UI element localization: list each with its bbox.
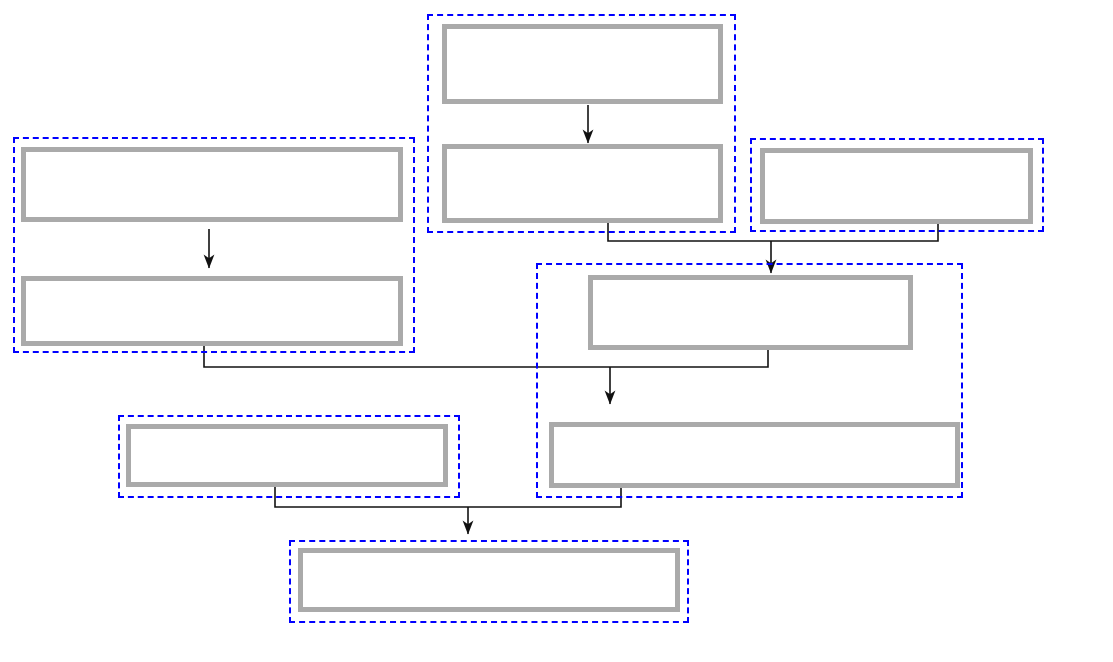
cluster-top-center xyxy=(427,14,736,233)
node-left-2 xyxy=(21,276,403,346)
node-top-center-1 xyxy=(442,24,723,104)
node-middle-right-1 xyxy=(588,275,913,350)
node-lower-left xyxy=(126,424,448,487)
cluster-bottom xyxy=(289,540,689,623)
node-top-center-2 xyxy=(442,144,723,223)
cluster-left xyxy=(13,137,415,353)
node-left-1 xyxy=(21,147,403,222)
node-bottom xyxy=(298,548,680,612)
node-top-right xyxy=(760,148,1033,224)
node-middle-right-2 xyxy=(549,422,960,488)
cluster-lower-left xyxy=(118,415,460,498)
cluster-top-right xyxy=(750,138,1044,232)
cluster-middle-right xyxy=(536,263,963,498)
